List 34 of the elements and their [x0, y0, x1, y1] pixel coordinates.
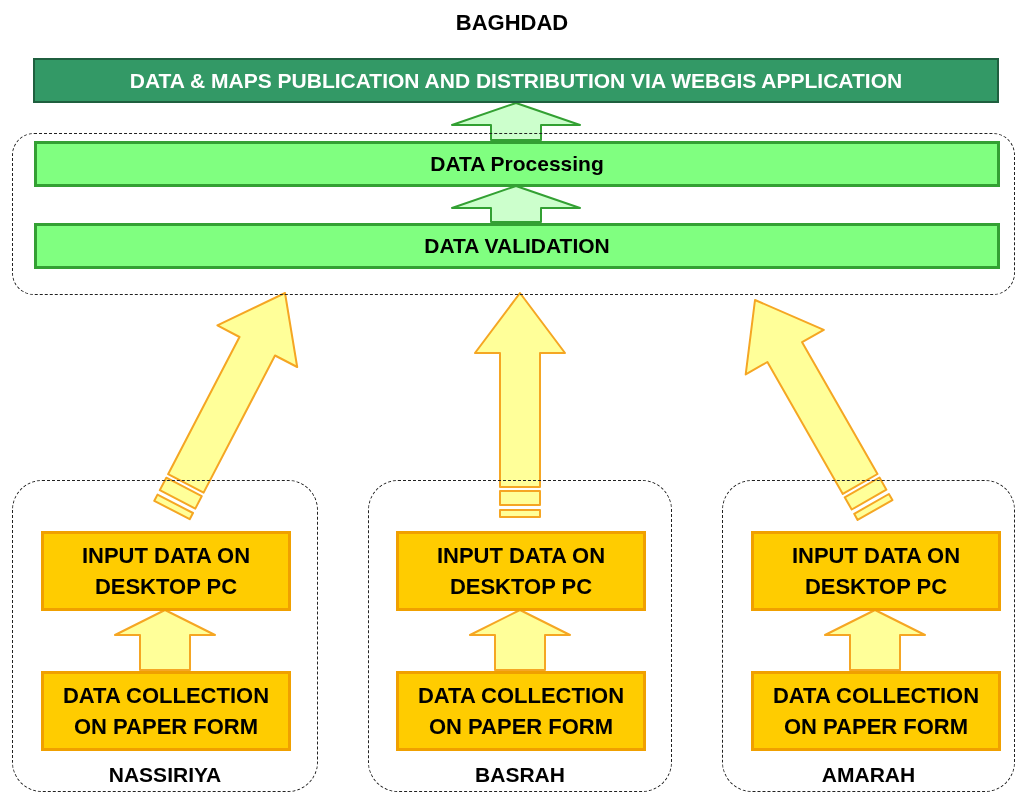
site-group: [12, 480, 318, 792]
process-label: INPUT DATA ON DESKTOP PC: [80, 542, 252, 601]
process-box: [396, 671, 646, 751]
process-label: INPUT DATA ON DESKTOP PC: [790, 542, 962, 601]
block-arrow: [474, 292, 566, 518]
process-label: DATA COLLECTION ON PAPER FORM: [771, 682, 981, 741]
process-box: [751, 671, 1001, 751]
block-arrow: [824, 609, 926, 671]
process-box: [34, 141, 1000, 187]
block-arrow: [744, 299, 894, 521]
process-box: [34, 223, 1000, 269]
block-arrow: [153, 292, 299, 521]
block-arrow: [451, 185, 581, 223]
process-box: [33, 58, 999, 103]
process-label: INPUT DATA ON DESKTOP PC: [435, 542, 607, 601]
process-label: DATA COLLECTION ON PAPER FORM: [61, 682, 271, 741]
process-box: [41, 531, 291, 611]
site-group: [368, 480, 672, 792]
process-box: [751, 531, 1001, 611]
location-title: BAGHDAD: [454, 9, 570, 37]
group-boundary: [12, 133, 1015, 295]
block-arrow: [469, 609, 571, 671]
site-label: NASSIRIYA: [108, 763, 222, 787]
process-label: DATA COLLECTION ON PAPER FORM: [416, 682, 626, 741]
process-label: DATA VALIDATION: [424, 234, 610, 258]
site-label: AMARAH: [821, 763, 916, 787]
process-box: [396, 531, 646, 611]
process-label: DATA Processing: [430, 152, 604, 176]
process-box: [41, 671, 291, 751]
site-group: [722, 480, 1015, 792]
process-label: DATA & MAPS PUBLICATION AND DISTRIBUTION VIA WEBGIS APPLICATION: [129, 68, 903, 93]
block-arrow: [451, 102, 581, 141]
site-label: BASRAH: [475, 763, 565, 787]
block-arrow: [114, 609, 216, 671]
